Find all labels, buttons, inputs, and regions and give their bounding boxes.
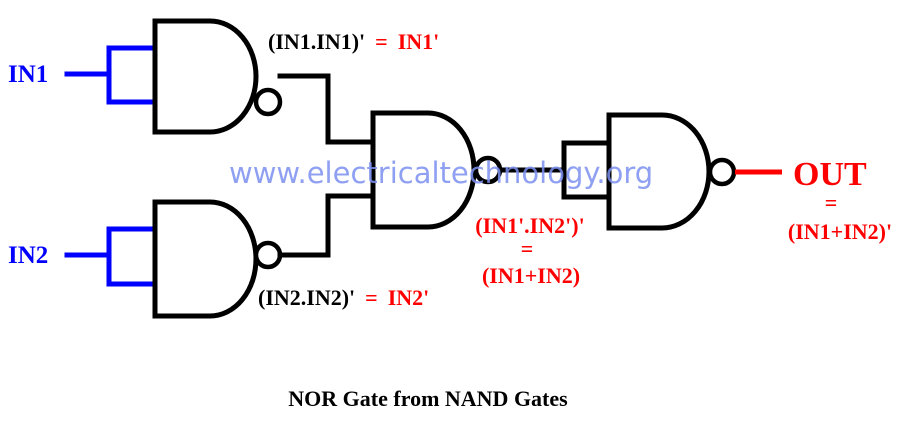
in2-fork [106,226,159,287]
gate-3-expr: (IN1'.IN2')' [475,213,584,238]
diagram-title: NOR Gate from NAND Gates [288,386,568,411]
gate-1-simplified: IN1' [398,29,440,54]
nand-gate-1 [64,18,283,135]
gate-2-simplified: IN2' [388,285,430,310]
gate-1-equals: = [375,29,388,54]
nand-gate-4 [606,112,737,231]
wire-in2-bar [277,193,376,258]
gate-3-simplified: (IN1+IN2) [482,263,580,288]
gate-1-expression: (IN1.IN1)' = IN1' [268,29,439,54]
input-label-in1: IN1 [8,61,48,88]
gate-3-equals: = [521,236,534,261]
watermark: www.electricaltechnology.org [229,156,653,190]
gate-2-equals: = [365,285,378,310]
nand-gate-1-bubble [253,87,283,117]
gate-4-input-fork [561,140,612,200]
gate-2-expression: (IN2.IN2)' = IN2' [258,285,429,310]
nand-gate-2-body [152,199,259,319]
gate-2-expr: (IN2.IN2)' [258,285,355,310]
wire-in1-bar [277,73,376,145]
nand-gate-2-bubble [253,240,283,270]
output-label: OUT [793,156,867,193]
in1-fork [106,45,159,105]
output-expression: (IN1+IN2)' [788,219,892,244]
nand-gate-4-bubble [707,157,737,187]
nand-gate-2 [64,199,283,319]
output-equals: = [825,190,838,215]
input-label-in2: IN2 [8,242,48,269]
nand-gate-1-body [152,18,259,135]
nand-gate-3 [370,110,503,230]
gate-1-expr: (IN1.IN1)' [268,29,365,54]
nand-gate-3-body [370,110,477,230]
